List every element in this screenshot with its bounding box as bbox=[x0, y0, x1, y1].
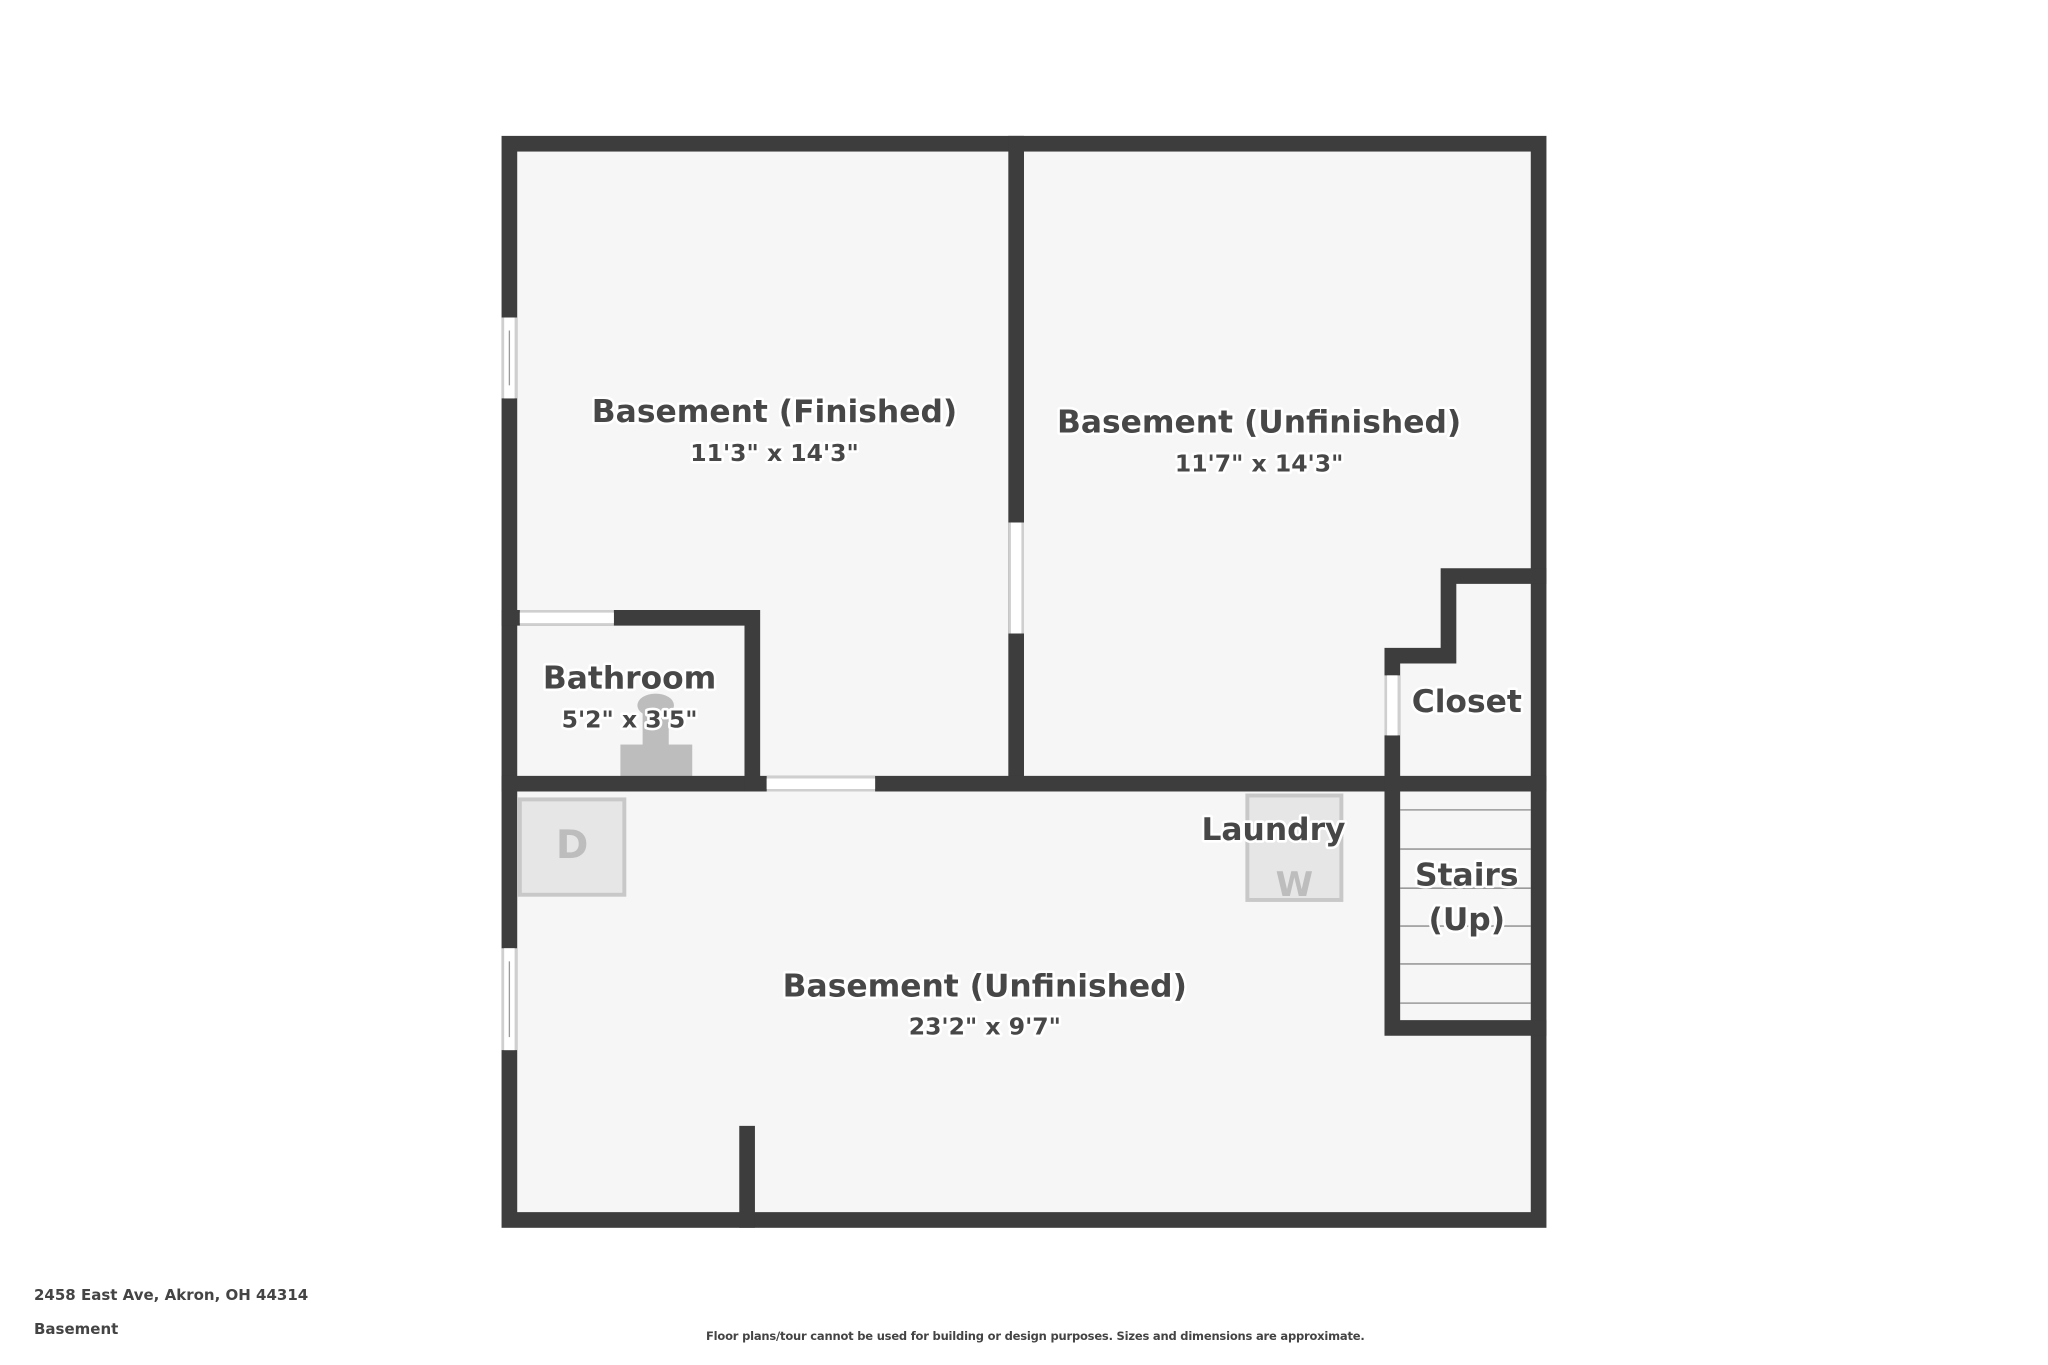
room-size: 11'3" x 14'3" bbox=[690, 439, 859, 467]
floor-name: Basement bbox=[34, 1320, 119, 1338]
dryer-label: D bbox=[556, 823, 589, 868]
floor-area bbox=[509, 143, 1539, 1220]
room-name: Basement (Finished) bbox=[592, 394, 957, 430]
address: 2458 East Ave, Akron, OH 44314 bbox=[34, 1286, 309, 1304]
room-name: Laundry bbox=[1201, 812, 1345, 848]
room-name: Bathroom bbox=[543, 660, 716, 696]
room-size: 11'7" x 14'3" bbox=[1175, 450, 1344, 478]
room-name: Basement (Unfinished) bbox=[783, 969, 1187, 1005]
room-name: Basement (Unfinished) bbox=[1057, 404, 1461, 440]
disclaimer: Floor plans/tour cannot be used for buil… bbox=[706, 1329, 1365, 1343]
openings bbox=[501, 317, 1401, 1051]
toilet-icon bbox=[620, 693, 693, 779]
room-name: Stairs bbox=[1415, 858, 1519, 894]
washer-icon: W bbox=[1245, 793, 1344, 905]
dryer-icon: D bbox=[517, 797, 627, 897]
room-size: 5'2" x 3'5" bbox=[562, 706, 698, 734]
washer-label: W bbox=[1276, 865, 1313, 905]
room-size: 23'2" x 9'7" bbox=[909, 1013, 1061, 1041]
room-name: Closet bbox=[1412, 684, 1522, 720]
walls bbox=[501, 135, 1547, 1228]
stairs-icon bbox=[1400, 809, 1531, 1004]
room-name: (Up) bbox=[1429, 902, 1506, 938]
